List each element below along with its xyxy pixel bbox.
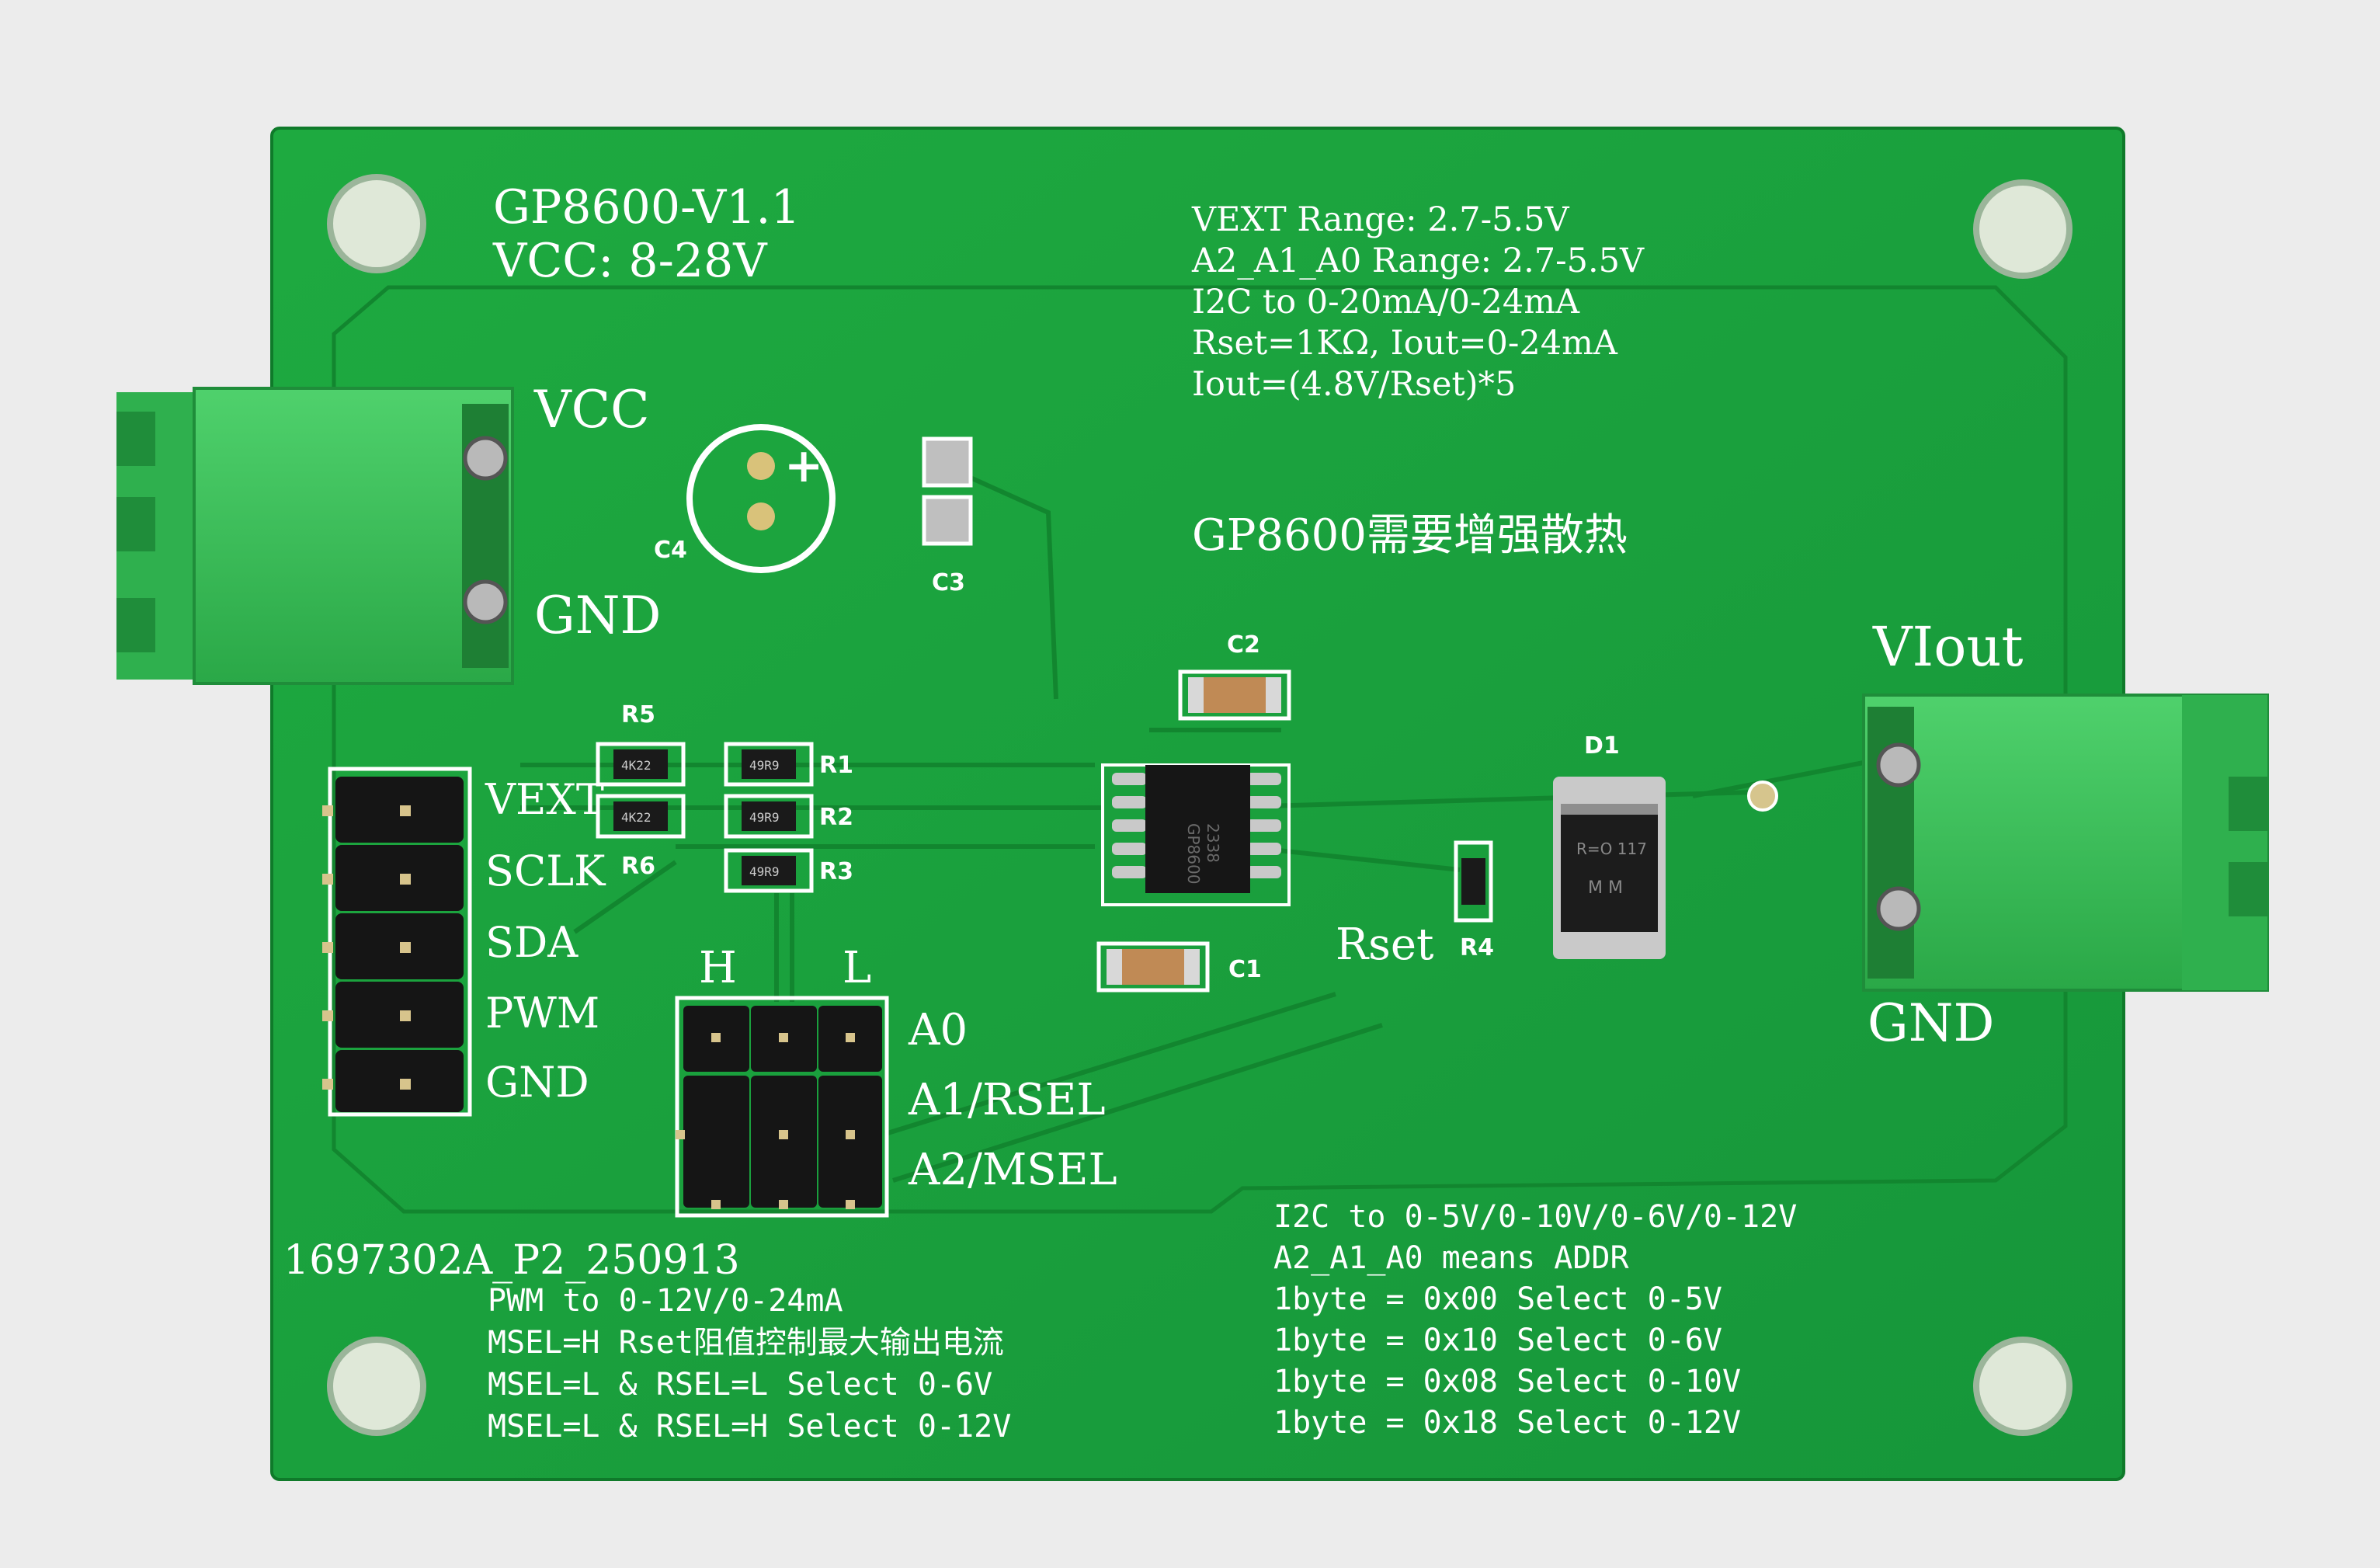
header-pin-pwm: PWM	[485, 989, 599, 1038]
resistor-r6: 4K22	[596, 794, 686, 839]
screw-icon	[1876, 742, 1921, 787]
screw-icon	[463, 579, 508, 624]
pin-header	[322, 767, 472, 1117]
c1-capacitor	[1096, 941, 1210, 993]
designator-c1: C1	[1228, 956, 1262, 983]
note-line: MSEL=L & RSEL=H Select 0-12V	[488, 1409, 1011, 1445]
jumper-row-a0: A0	[908, 1005, 968, 1055]
designator-r2: R2	[819, 804, 853, 831]
designator-c2: C2	[1227, 631, 1260, 659]
note-line: PWM to 0-12V/0-24mA	[488, 1283, 843, 1319]
diode-d1: R=O 117 M M	[1553, 777, 1666, 959]
jumper-row-a1: A1/RSEL	[908, 1075, 1106, 1125]
header-pin-sda: SDA	[485, 918, 578, 967]
spec-line: VEXT Range: 2.7-5.5V	[1191, 200, 1570, 239]
serial-number: 1697302A_P2_250913	[283, 1237, 740, 1284]
terminal-label-viout: VIout	[1872, 615, 2024, 679]
ic-marking: GP8600	[1184, 823, 1203, 884]
svg-text:M M: M M	[1588, 878, 1623, 898]
ic-marking: 2338	[1204, 823, 1222, 863]
designator-c3: C3	[932, 569, 965, 596]
terminal-label-gnd-out: GND	[1868, 993, 1994, 1053]
bottom-right-notes: I2C to 0-5V/0-10V/0-6V/0-12V A2_A1_A0 me…	[1273, 1199, 1797, 1441]
bottom-left-notes: PWM to 0-12V/0-24mA MSEL=H Rset阻值控制最大输出电…	[488, 1283, 1011, 1445]
designator-r1: R1	[819, 752, 853, 779]
note-line: I2C to 0-5V/0-10V/0-6V/0-12V	[1273, 1199, 1797, 1235]
note-line: 1byte = 0x08 Select 0-10V	[1273, 1364, 1741, 1399]
heat-note: GP8600需要增强散热	[1192, 510, 1628, 561]
board-title: GP8600-V1.1	[493, 180, 801, 235]
header-pin-vext: VEXT	[485, 775, 604, 824]
output-terminal	[1862, 694, 2269, 992]
note-line: MSEL=H Rset阻值控制最大输出电流	[488, 1325, 1004, 1361]
spec-line: Rset=1KΩ, Iout=0-24mA	[1192, 324, 1618, 363]
note-line: 1byte = 0x18 Select 0-12V	[1273, 1405, 1741, 1441]
c4-footprint: +	[686, 424, 836, 573]
ic-gp8600: GP8600 2338	[1101, 763, 1291, 906]
designator-r5: R5	[621, 701, 655, 728]
svg-text:49R9: 49R9	[749, 810, 780, 825]
svg-text:4K22: 4K22	[621, 810, 651, 825]
screw-icon	[1876, 886, 1921, 931]
note-line: 1byte = 0x10 Select 0-6V	[1273, 1323, 1722, 1358]
svg-text:R=O 117: R=O 117	[1576, 840, 1647, 858]
designator-d1: D1	[1584, 732, 1620, 760]
resistor-r3: 49R9	[724, 848, 814, 893]
ground-pour-outline	[332, 285, 2068, 1214]
spec-line: I2C to 0-20mA/0-24mA	[1192, 283, 1580, 322]
spec-line: Iout=(4.8V/Rset)*5	[1192, 365, 1516, 404]
jumper-col-h: H	[699, 943, 737, 993]
vcc-spec: VCC: 8-28V	[492, 234, 768, 288]
svg-text:+: +	[784, 439, 823, 493]
svg-text:49R9: 49R9	[749, 758, 780, 773]
c3-footprint	[922, 436, 973, 546]
test-via	[1747, 781, 1778, 812]
mount-holes	[327, 174, 2073, 1436]
jumper-row-a2: A2/MSEL	[908, 1145, 1117, 1195]
resistor-r1: 49R9	[724, 742, 814, 787]
resistor-r5: 4K22	[596, 742, 686, 787]
jumper-col-l: L	[843, 943, 871, 993]
power-terminal	[116, 387, 514, 685]
designator-r6: R6	[621, 853, 655, 880]
jumper-block	[675, 996, 889, 1218]
header-pin-gnd: GND	[485, 1058, 589, 1107]
resistor-r4	[1454, 840, 1493, 923]
c2-capacitor	[1178, 669, 1291, 721]
terminal-label-vcc: VCC	[533, 380, 650, 440]
note-line: A2_A1_A0 means ADDR	[1273, 1240, 1629, 1276]
resistor-r2: 49R9	[724, 794, 814, 839]
spec-line: A2_A1_A0 Range: 2.7-5.5V	[1191, 242, 1645, 280]
note-line: 1byte = 0x00 Select 0-5V	[1273, 1281, 1722, 1317]
designator-r4: R4	[1460, 934, 1494, 961]
note-line: MSEL=L & RSEL=L Select 0-6V	[488, 1367, 992, 1403]
designator-r3: R3	[819, 858, 853, 885]
spec-block: VEXT Range: 2.7-5.5V A2_A1_A0 Range: 2.7…	[1191, 200, 1645, 404]
terminal-label-gnd: GND	[534, 586, 661, 645]
designator-c4: C4	[654, 537, 687, 564]
screw-icon	[463, 436, 508, 481]
header-pin-sclk: SCLK	[485, 847, 606, 895]
svg-text:49R9: 49R9	[749, 864, 780, 879]
rset-label: Rset	[1336, 920, 1434, 970]
svg-text:4K22: 4K22	[621, 758, 651, 773]
